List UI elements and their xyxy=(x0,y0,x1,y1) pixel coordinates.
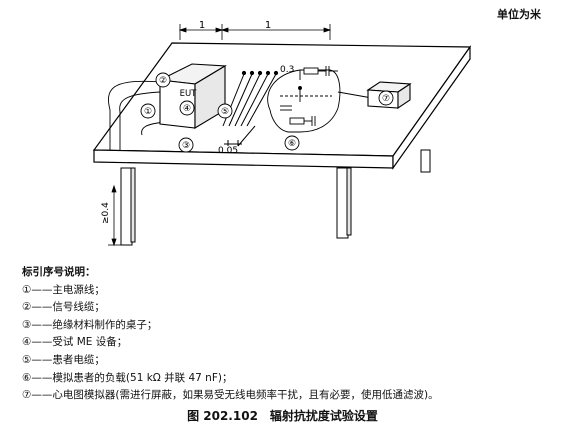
dimension-top xyxy=(178,24,332,40)
legend-item: ②——信号线缆； xyxy=(22,301,105,314)
patient-load xyxy=(267,66,373,133)
callout-6: ⑥ xyxy=(288,139,296,149)
legend-item: ①——主电源线； xyxy=(22,283,105,296)
callout-5: ⑤ xyxy=(221,107,229,117)
height-label: ≥0.4 xyxy=(101,202,111,224)
callout-4: ④ xyxy=(183,104,191,114)
table-legs xyxy=(120,149,431,246)
legend: 标引序号说明： ①——主电源线； ②——信号线缆； ③——绝缘材料制作的桌子； … xyxy=(22,264,439,405)
legend-item: ③——绝缘材料制作的桌子； xyxy=(22,318,158,331)
eut-box xyxy=(158,63,227,129)
eut-label: EUT xyxy=(180,89,198,99)
unit-label: 单位为米 xyxy=(497,8,541,21)
figure-caption: 图 202.102 辐射抗扰度试验设置 xyxy=(187,409,378,423)
legend-item: ⑥——模拟患者的负载(51 kΩ 并联 47 nF)； xyxy=(22,371,233,384)
callout-2: ② xyxy=(159,76,167,86)
callout-3: ③ xyxy=(182,141,190,151)
legend-item: ④——受试 ME 设备； xyxy=(22,336,128,349)
ecg-simulator-box xyxy=(366,81,412,110)
test-setup-diagram: 1 1 ≥0.4 EUT xyxy=(92,20,472,247)
spacing-bottom-label: 0.05 xyxy=(218,146,238,156)
spacing-top-label: 0.3 xyxy=(280,65,294,75)
callout-1: ① xyxy=(144,107,152,117)
dim-label-2: 1 xyxy=(265,20,271,31)
callouts xyxy=(140,72,394,153)
dim-label-1: 1 xyxy=(199,20,205,31)
legend-title: 标引序号说明： xyxy=(22,266,96,278)
height-dimension xyxy=(108,184,124,247)
callout-7: ⑦ xyxy=(382,94,390,104)
legend-item: ⑦——心电图模拟器(需进行屏蔽，如果易受无线电频率干扰，且有必要，使用低通滤波)… xyxy=(22,389,439,402)
legend-item: ⑤——患者电缆； xyxy=(22,353,105,366)
